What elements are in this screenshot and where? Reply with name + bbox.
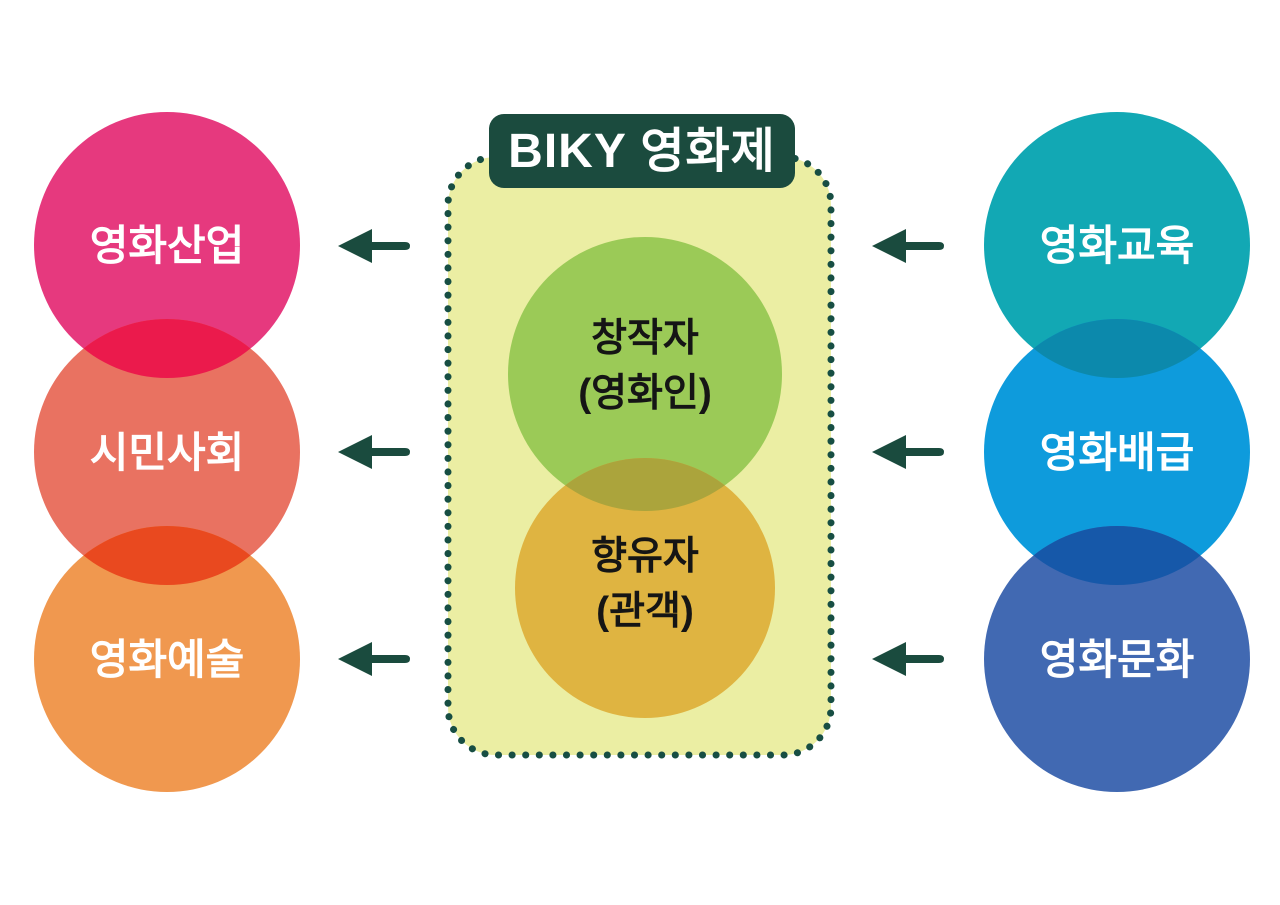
film-distribution-circle: [984, 319, 1250, 585]
audience-circle-label-line1: 향유자: [591, 535, 699, 578]
festival-panel-dotted-border: [444, 153, 835, 759]
arrow-distribution-to-panel-icon: [872, 435, 944, 469]
title-badge: [489, 114, 795, 188]
film-art-label: 영화예술: [90, 636, 245, 683]
festival-panel: 창작자 (영화인) 향유자 (관객) BIKY 영화제: [444, 114, 835, 759]
audience-circle-label-line2: (관객): [596, 590, 694, 633]
arrow-left-to-industry-icon: [338, 229, 410, 263]
left-column: 영화산업 시민사회 영화예술: [34, 112, 300, 792]
right-column: 영화교육 영화배급 영화문화: [984, 112, 1250, 792]
film-industry-label: 영화산업: [90, 222, 245, 269]
civil-society-label: 시민사회: [90, 429, 245, 476]
arrow-left-to-art-icon: [338, 642, 410, 676]
creator-circle: [508, 237, 782, 511]
film-culture-circle: [984, 526, 1250, 792]
film-culture-label: 영화문화: [1040, 636, 1195, 683]
film-distribution-label: 영화배급: [1040, 429, 1195, 476]
arrow-left-to-society-icon: [338, 435, 410, 469]
film-education-label: 영화교육: [1040, 222, 1195, 269]
creator-circle-label-line2: (영화인): [578, 372, 712, 415]
audience-circle: [515, 458, 775, 718]
arrow-education-to-panel-icon: [872, 229, 944, 263]
film-art-circle: [34, 526, 300, 792]
film-industry-circle: [34, 112, 300, 378]
film-education-circle: [984, 112, 1250, 378]
civil-society-circle: [34, 319, 300, 585]
creator-circle-label-line1: 창작자: [591, 317, 699, 360]
page-title: BIKY 영화제: [508, 125, 776, 178]
arrow-culture-to-panel-icon: [872, 642, 944, 676]
